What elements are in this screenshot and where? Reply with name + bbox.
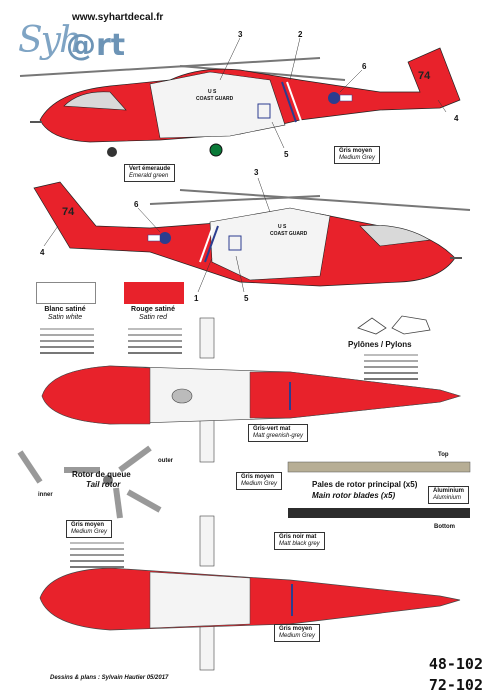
reference-48: 48-102 bbox=[428, 655, 483, 673]
rotor-blade bbox=[149, 195, 321, 205]
swatch-red bbox=[124, 282, 184, 304]
callout-1: 1 bbox=[194, 294, 199, 303]
tail-rotor-title: Rotor de queue bbox=[72, 470, 131, 479]
wheel-front bbox=[107, 147, 117, 157]
tail-rotor-blade bbox=[17, 450, 43, 484]
swatch-white bbox=[36, 282, 96, 304]
tail-rotor-blade bbox=[113, 487, 123, 519]
star-roundel bbox=[159, 232, 171, 244]
white-band bbox=[149, 71, 286, 139]
callout-5-top: 5 bbox=[284, 150, 289, 159]
canopy bbox=[359, 225, 431, 247]
wing-upper bbox=[199, 515, 215, 567]
rotor-blade bbox=[19, 57, 321, 77]
callout-4-mid: 4 bbox=[40, 248, 45, 257]
white-band bbox=[209, 207, 331, 281]
callout-6-top: 6 bbox=[362, 62, 367, 71]
tail-rotor-blade bbox=[118, 445, 152, 473]
rotor-blade bbox=[179, 189, 471, 211]
pylons-label: Pylônes / Pylons bbox=[348, 340, 412, 349]
us-marking-2: U S bbox=[278, 224, 287, 230]
rotor-blade bbox=[179, 65, 346, 81]
white-stripe bbox=[199, 225, 214, 263]
tail-number-2: 74 bbox=[62, 206, 75, 218]
tail-rotor-bars bbox=[70, 542, 124, 572]
blade-top bbox=[287, 461, 471, 473]
coast-guard-crest bbox=[228, 235, 242, 251]
white-stripe bbox=[286, 81, 302, 122]
wing-upper bbox=[199, 317, 215, 359]
swatch-white-bars bbox=[40, 328, 94, 358]
tail-rotor-hub bbox=[103, 475, 113, 485]
white-belly bbox=[149, 571, 251, 629]
coast-guard-crest bbox=[257, 103, 271, 119]
nose-red bbox=[41, 365, 151, 425]
top-view bbox=[41, 317, 462, 463]
pylon-right bbox=[391, 315, 431, 335]
rotor-hub bbox=[171, 388, 193, 404]
blade-bottom bbox=[288, 508, 470, 518]
main-blades bbox=[287, 461, 471, 518]
bottom-label: Bottom bbox=[434, 524, 455, 530]
star-roundel bbox=[328, 92, 340, 104]
blue-stripe bbox=[204, 225, 219, 263]
callout-2: 2 bbox=[298, 30, 303, 39]
pylons-bars bbox=[364, 354, 418, 384]
callout-3-mid: 3 bbox=[254, 168, 259, 177]
side-view-right bbox=[19, 47, 461, 157]
swatch-red-bars bbox=[128, 328, 182, 358]
leader-lines bbox=[43, 37, 447, 293]
side-view-left bbox=[33, 181, 471, 287]
blades-title: Pales de rotor principal (x5) bbox=[312, 480, 418, 489]
outer-label: outer bbox=[158, 458, 173, 464]
roundel-bar bbox=[147, 234, 161, 242]
blue-stripe bbox=[281, 81, 297, 123]
reference-72: 72-102 bbox=[428, 676, 483, 694]
credit-line: Dessins & plans : Sylvain Hautier 05/201… bbox=[50, 675, 169, 681]
callout-4-top: 4 bbox=[454, 114, 459, 123]
tail-number-1: 74 bbox=[418, 70, 431, 82]
blades-subtitle: Main rotor blades (x5) bbox=[312, 491, 396, 500]
logo-art: @rt bbox=[66, 28, 126, 63]
callout-5-mid: 5 bbox=[244, 294, 249, 303]
inner-label: inner bbox=[38, 492, 53, 498]
canopy bbox=[63, 91, 127, 111]
callout-3-top: 3 bbox=[238, 30, 243, 39]
website-url: www.syhartdecal.fr bbox=[72, 12, 164, 23]
bottom-view bbox=[39, 515, 461, 671]
coast-guard-text-1: COAST GUARD bbox=[196, 96, 234, 102]
callout-6-mid: 6 bbox=[134, 200, 139, 209]
tail-rotor-blade bbox=[126, 489, 162, 513]
wheel-main bbox=[209, 143, 223, 157]
tail-red bbox=[249, 371, 461, 419]
us-marking-1: U S bbox=[208, 89, 217, 95]
tail-rotor-subtitle: Tail rotor bbox=[86, 480, 121, 489]
tail-rotor bbox=[17, 445, 162, 519]
pylons bbox=[357, 315, 431, 335]
coast-guard-text-2: COAST GUARD bbox=[270, 231, 308, 237]
top-label: Top bbox=[438, 452, 449, 458]
roundel-bar bbox=[339, 94, 353, 102]
logo-syh: Syh bbox=[18, 20, 82, 61]
pylon-left bbox=[357, 317, 387, 335]
